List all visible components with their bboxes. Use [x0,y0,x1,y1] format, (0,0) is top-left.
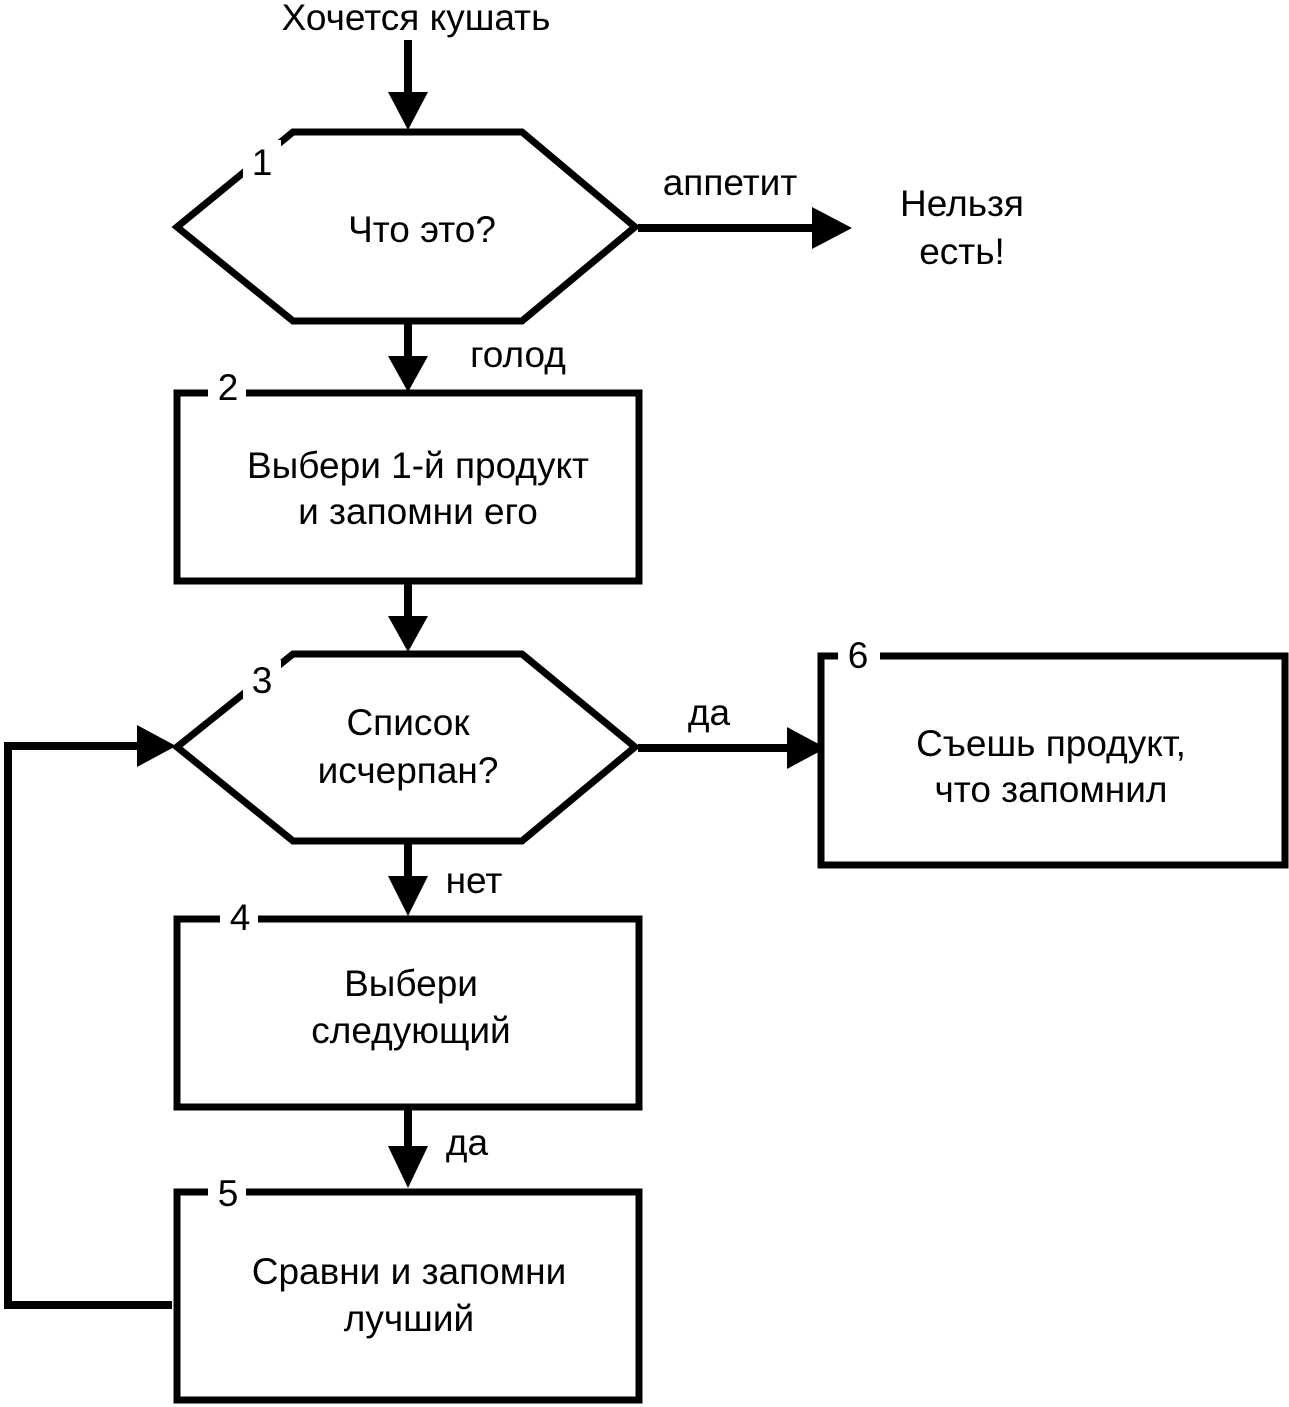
block-6-number: 6 [848,635,869,676]
block-2-process: 2 Выбери 1-й продукт и запомни его [173,367,643,585]
edge-label-yes-to-5: да [446,1122,489,1163]
edge-label-yes-to-6: да [688,692,731,733]
block-6-text-line-2: что запомнил [935,769,1168,810]
block-4-number: 4 [230,897,251,938]
arrow-2-to-3 [388,584,428,652]
arrow-3-to-4 [388,844,428,916]
block-3-text-line-1: Список [346,702,470,743]
block-3-text-line-2: исчерпан? [318,750,499,791]
arrow-start-to-1 [388,40,428,130]
block-3-number: 3 [252,660,273,701]
block-5-text-line-1: Сравни и запомни [252,1251,567,1292]
edge-label-appetite: аппетит [663,162,798,203]
block-5-process: 5 Сравни и запомни лучший [173,1173,643,1404]
arrow-5-loop-to-3 [4,725,176,1309]
edge-label-hunger: голод [470,334,566,375]
arrow-1-to-2 [388,324,428,392]
block-4-text-line-1: Выбери [344,963,478,1004]
block-1-number: 1 [252,142,273,183]
block-4-text-line-2: следующий [311,1010,510,1051]
arrow-3-to-6 [638,727,826,769]
end-note-line-2: есть! [919,231,1005,272]
block-1-text: Что это? [348,209,496,250]
end-note: Нельзя есть! [900,183,1024,272]
block-5-number: 5 [218,1173,239,1214]
block-3-decision: 3 Список исчерпан? [171,650,641,845]
block-1-decision: 1 Что это? [171,128,641,325]
block-4-process: 4 Выбери следующий [173,897,643,1111]
block-2-number: 2 [218,367,239,408]
arrow-4-to-5 [388,1110,428,1188]
end-note-line-1: Нельзя [900,183,1024,224]
block-2-text-line-1: Выбери 1-й продукт [247,445,589,486]
start-label: Хочется кушать [282,0,551,38]
block-2-text-line-2: и запомни его [298,491,538,532]
block-6-process: 6 Съешь продукт, что запомнил [817,635,1289,869]
arrow-1-to-end [638,207,852,249]
block-5-text-line-2: лучший [344,1298,474,1339]
edge-label-no-to-4: нет [446,860,503,901]
block-6-text-line-1: Съешь продукт, [916,723,1186,764]
